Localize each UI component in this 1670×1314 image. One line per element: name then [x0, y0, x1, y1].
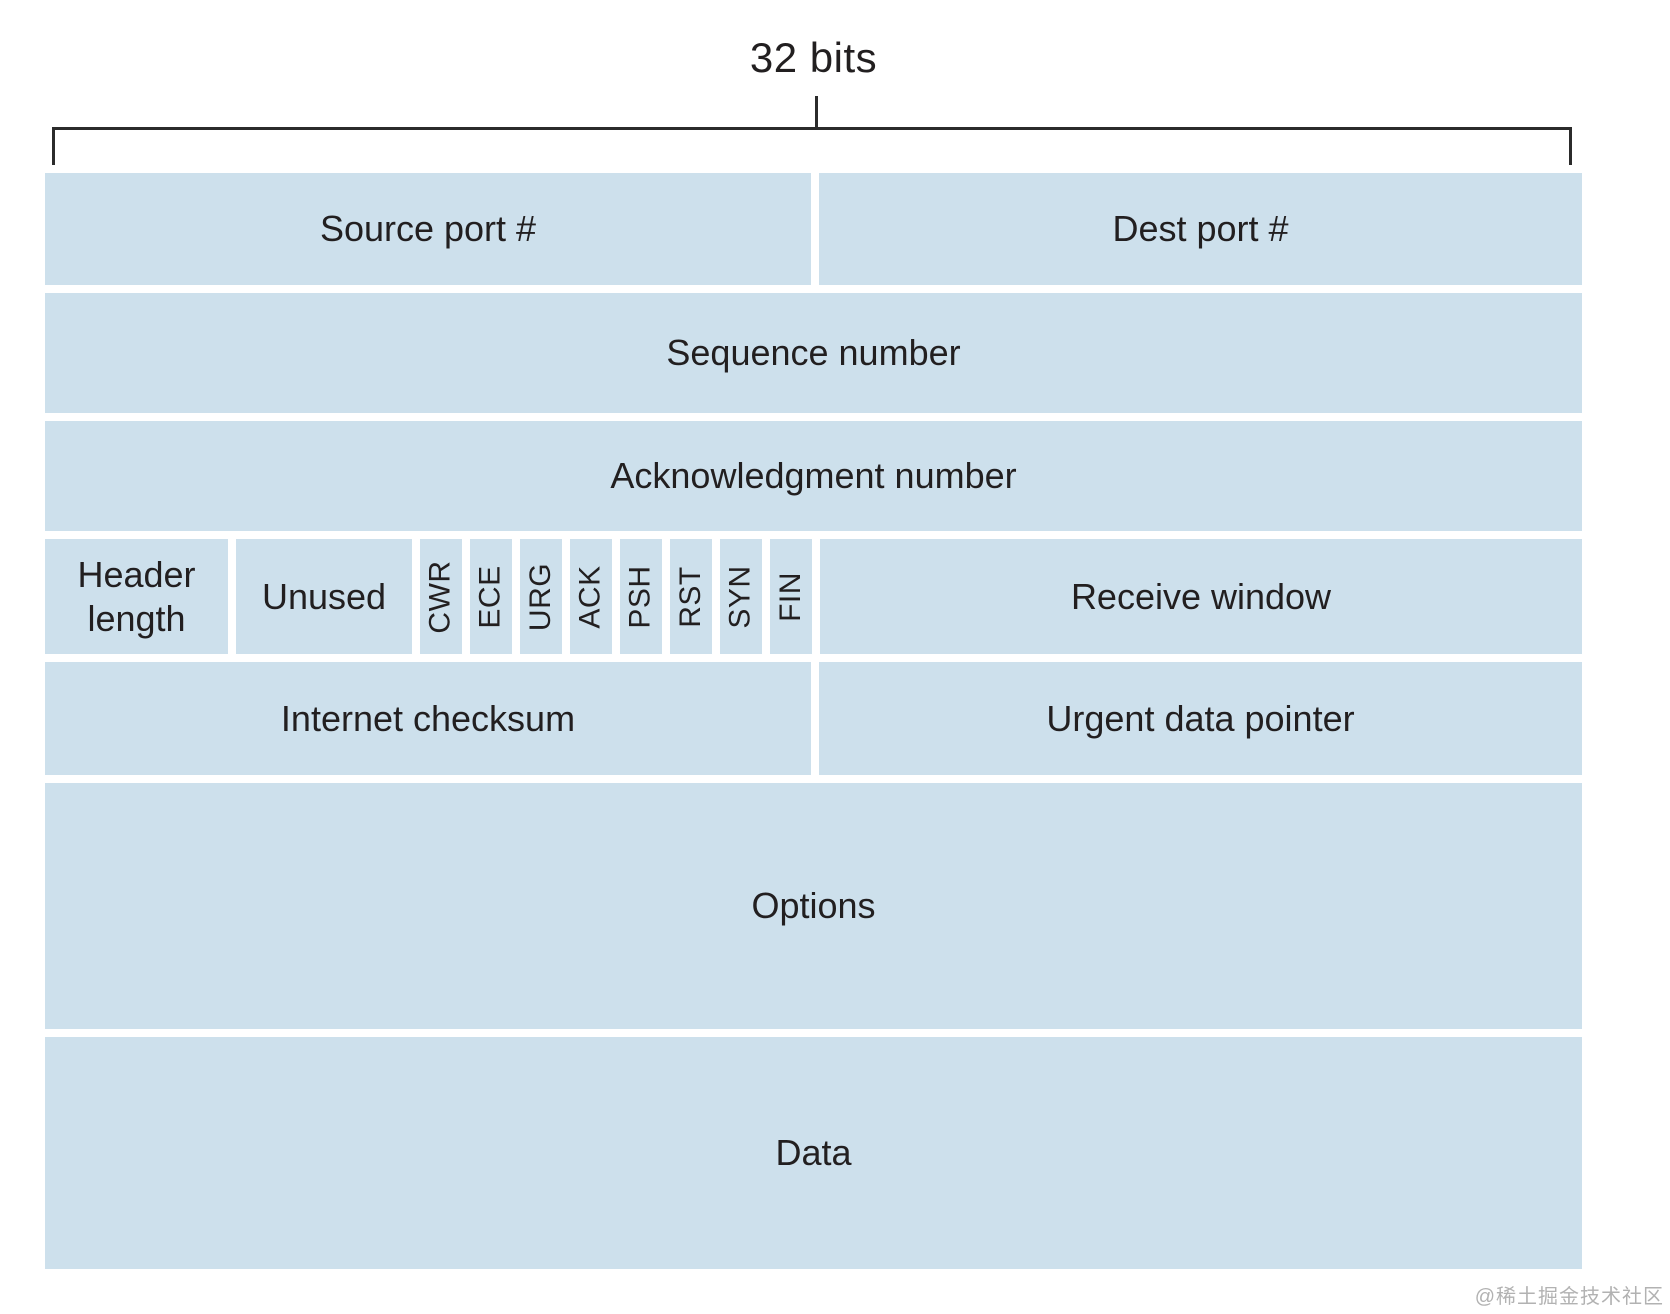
flag-label: PSH — [624, 564, 657, 629]
flag-label: FIN — [774, 571, 808, 622]
field-label: Data — [775, 1132, 852, 1174]
row-acknowledgment-number: Acknowledgment number — [45, 421, 1582, 531]
field-label: Source port # — [319, 208, 537, 250]
field-label: Receive window — [1070, 575, 1332, 617]
field-data: Data — [45, 1037, 1582, 1269]
flag-label: ACK — [574, 564, 607, 629]
field-dest-port: Dest port # — [819, 173, 1582, 285]
flag-fin: FIN — [770, 539, 812, 654]
flag-label: ECE — [474, 564, 507, 629]
bits-width-label: 32 bits — [749, 34, 878, 81]
field-header-length: Header length — [45, 539, 228, 654]
flag-rst: RST — [670, 539, 712, 654]
field-label: Internet checksum — [280, 697, 576, 739]
field-label: Urgent data pointer — [1046, 697, 1355, 739]
header-fields-table: Source port # Dest port # Sequence numbe… — [45, 173, 1582, 1269]
field-unused: Unused — [236, 539, 412, 654]
flag-syn: SYN — [720, 539, 762, 654]
field-internet-checksum: Internet checksum — [45, 662, 811, 775]
row-options: Options — [45, 783, 1582, 1029]
flag-label: CWR — [424, 559, 457, 634]
field-source-port: Source port # — [45, 173, 811, 285]
flag-psh: PSH — [620, 539, 662, 654]
field-options: Options — [45, 783, 1582, 1029]
watermark: @稀土掘金技术社区 — [1474, 1286, 1664, 1308]
row-ports: Source port # Dest port # — [45, 173, 1582, 285]
field-label: Unused — [261, 575, 387, 617]
flag-ack: ACK — [570, 539, 612, 654]
bracket-center-tick — [815, 96, 818, 128]
width-bracket — [52, 127, 1572, 165]
field-label: Header length — [77, 554, 196, 639]
field-label: Options — [751, 885, 876, 927]
row-checksum: Internet checksum Urgent data pointer — [45, 662, 1582, 775]
row-flags: Header length Unused CWR ECE URG ACK PSH… — [45, 539, 1582, 654]
flag-urg: URG — [520, 539, 562, 654]
field-label: Sequence number — [666, 332, 961, 374]
flag-ece: ECE — [470, 539, 512, 654]
row-data: Data — [45, 1037, 1582, 1269]
flag-cwr: CWR — [420, 539, 462, 654]
field-receive-window: Receive window — [820, 539, 1582, 654]
field-urgent-data-pointer: Urgent data pointer — [819, 662, 1582, 775]
field-label: Acknowledgment number — [610, 455, 1017, 497]
field-acknowledgment-number: Acknowledgment number — [45, 421, 1582, 531]
row-sequence-number: Sequence number — [45, 293, 1582, 413]
field-sequence-number: Sequence number — [45, 293, 1582, 413]
flag-label: SYN — [724, 564, 757, 629]
flag-label: RST — [674, 565, 707, 628]
field-label: Dest port # — [1112, 208, 1289, 250]
flag-label: URG — [524, 562, 558, 631]
